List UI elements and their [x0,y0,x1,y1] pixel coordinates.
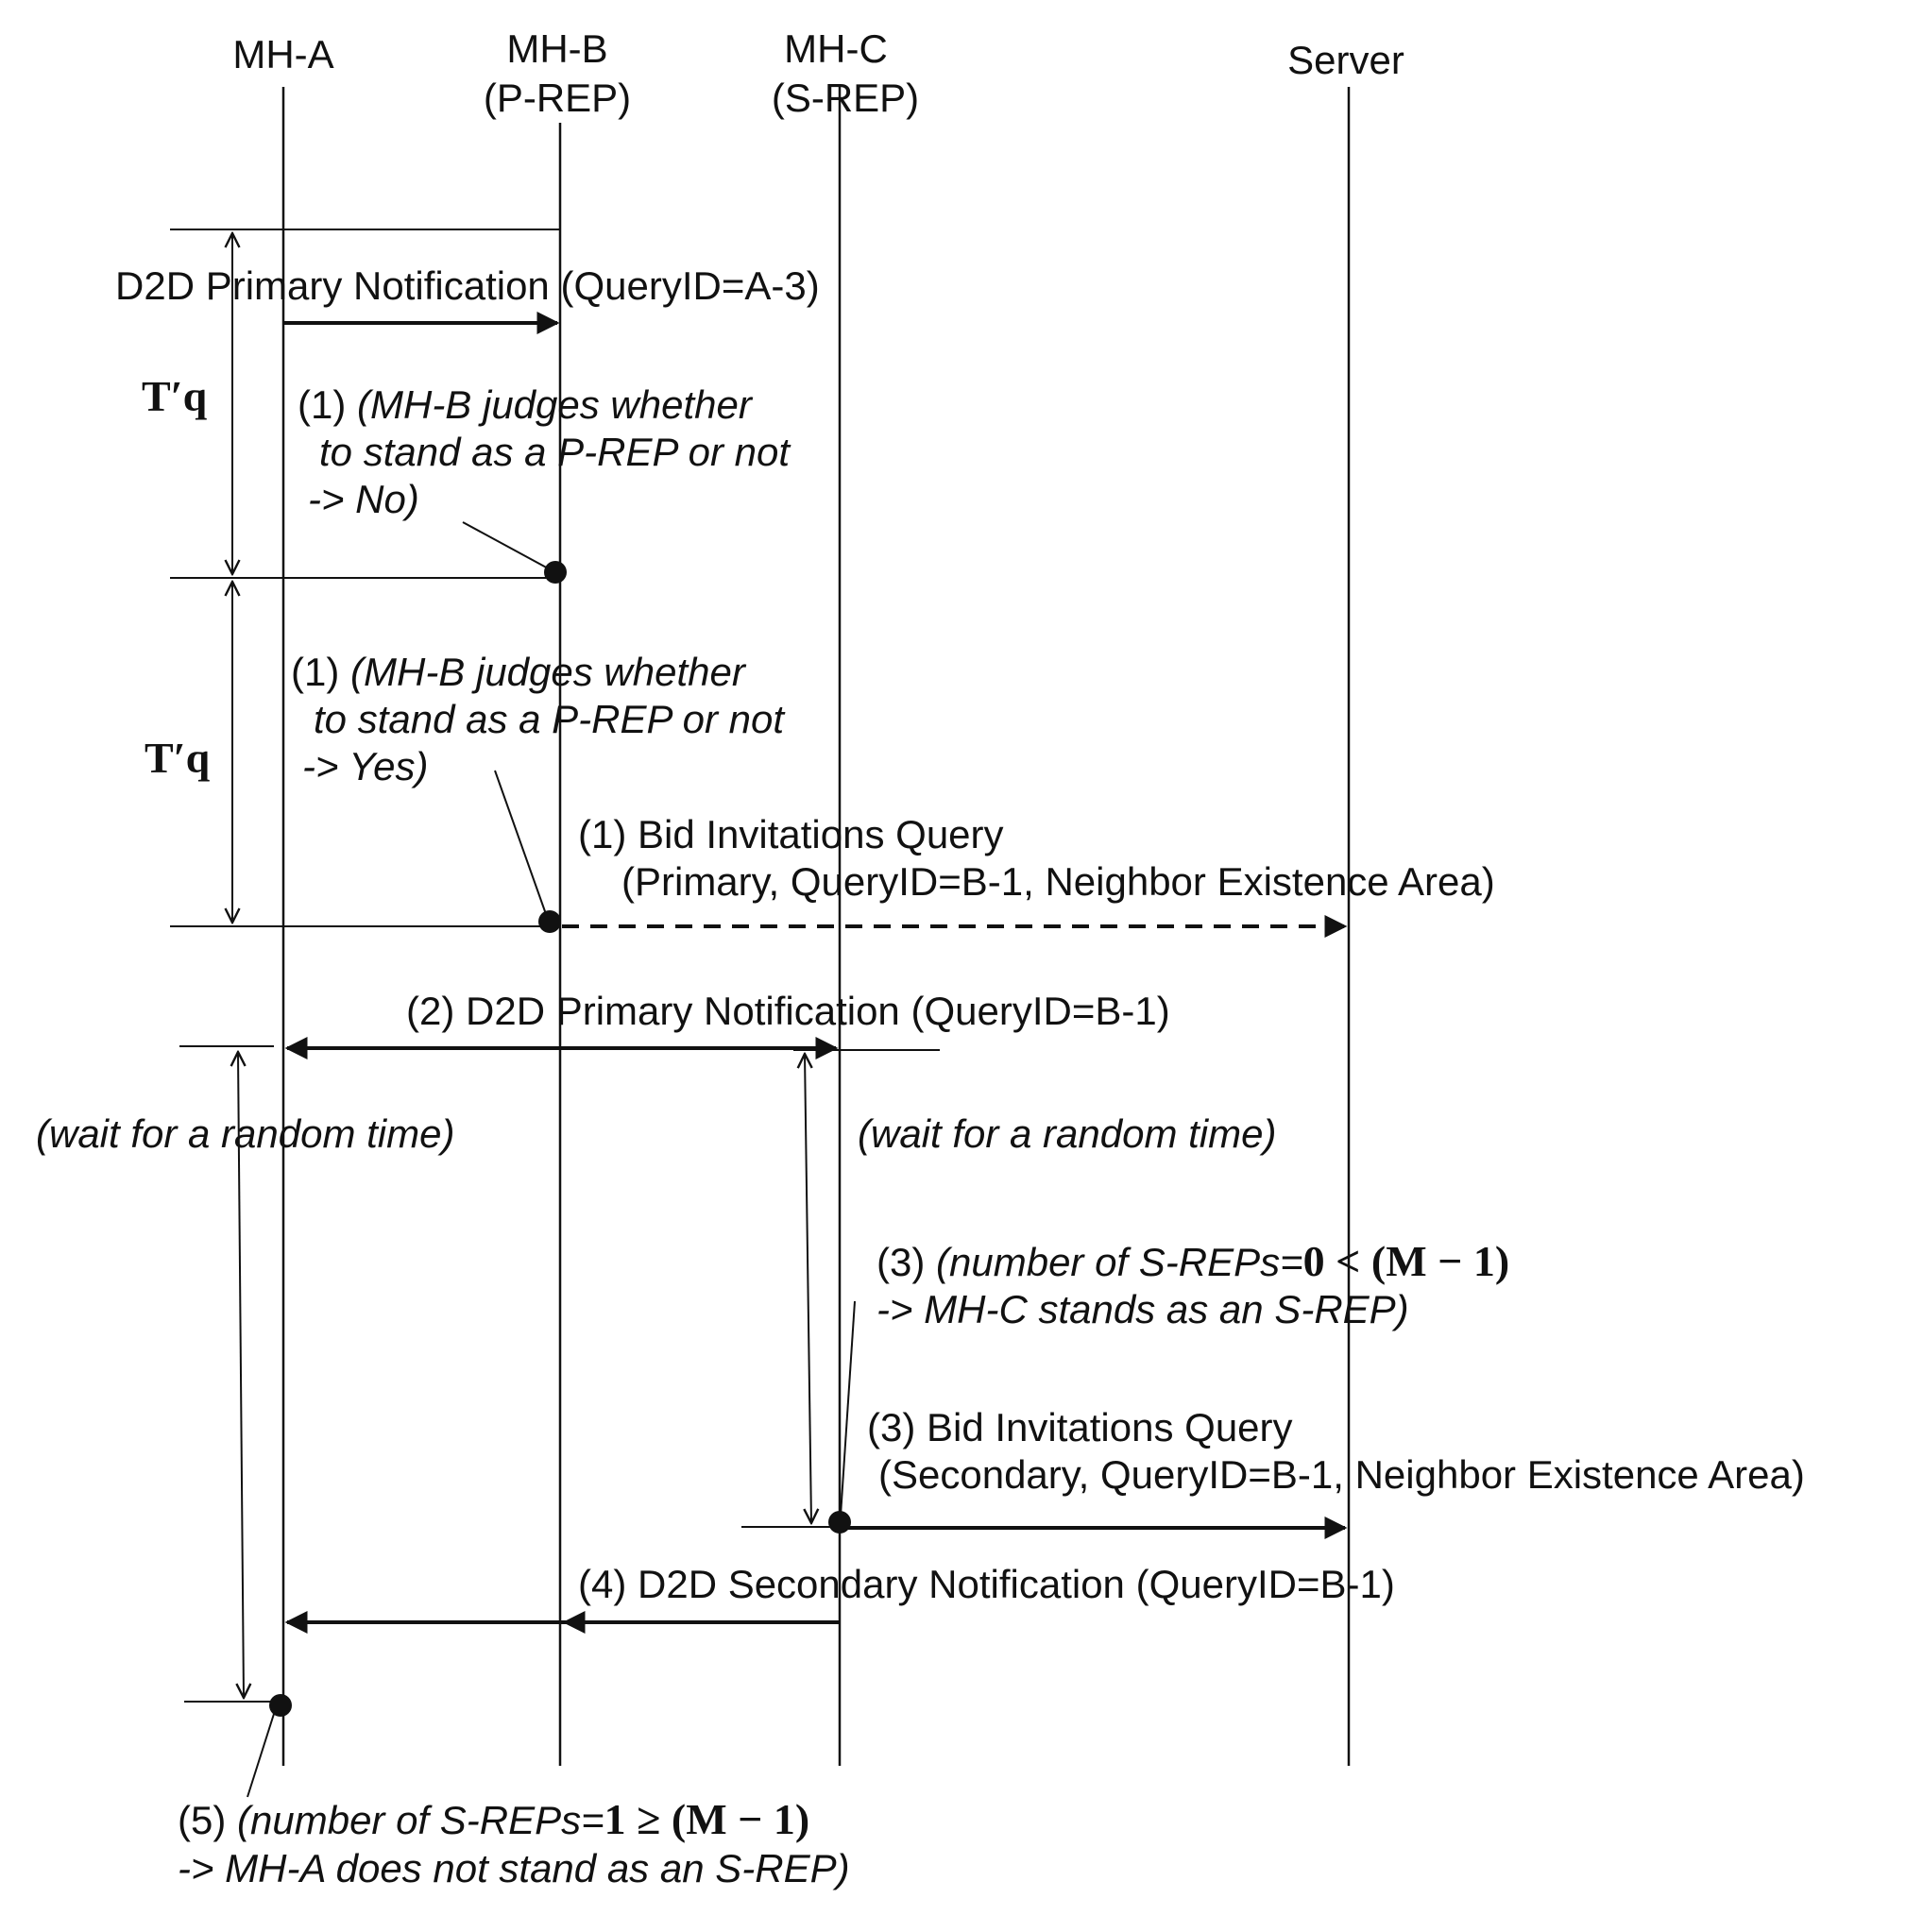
lane-sub-mh-b: (P-REP) [484,76,631,120]
note-1-line2: to stand as a P-REP or not [319,430,791,474]
tq-label-2: T′q [145,734,211,782]
event-dot [538,910,561,933]
lane-label-mh-a: MH-A [232,32,333,76]
msg-d2d-secondary-label: (4) D2D Secondary Notification (QueryID=… [578,1562,1395,1606]
note-1-line1: (1) (MH-B judges whether [298,382,754,427]
lane-sub-mh-c: (S-REP) [772,76,919,120]
event-dot [269,1694,292,1717]
lane-label-server: Server [1287,38,1404,82]
note-5-leader [247,1713,275,1798]
note-3-leader [840,1300,856,1517]
note-5-line2: -> MH-A does not stand as an S-REP) [178,1846,850,1890]
note-1-line3: -> No) [308,477,419,521]
note-2-line2: to stand as a P-REP or not [314,697,786,741]
msg-d2d-primary-b1-label: (2) D2D Primary Notification (QueryID=B-… [406,989,1170,1033]
wait-interval-mh-c [805,1054,811,1523]
msg-bid-secondary-label-1: (3) Bid Invitations Query [867,1405,1293,1449]
note-1-leader [462,521,553,571]
msg-d2d-primary-a3-label: D2D Primary Notification (QueryID=A-3) [115,263,820,308]
lane-label-mh-c: MH-C [784,26,888,71]
wait-label-mh-a: (wait for a random time) [36,1111,454,1156]
tq-label-1: T′q [142,372,208,420]
wait-interval-mh-a [238,1052,244,1698]
note-2-line1: (1) (MH-B judges whether [291,650,747,694]
event-dot [828,1511,851,1534]
wait-label-mh-c: (wait for a random time) [858,1111,1276,1156]
note-2-leader [494,770,547,915]
msg-bid-primary-label-1: (1) Bid Invitations Query [578,812,1004,856]
note-2-line3: -> Yes) [302,744,428,788]
note-3-line2: -> MH-C stands as an S-REP) [876,1287,1409,1331]
event-dot [544,561,567,584]
msg-bid-primary-label-2: (Primary, QueryID=B-1, Neighbor Existenc… [621,859,1495,904]
lane-label-mh-b: MH-B [506,26,607,71]
note-3-line1: (3) (number of S-REPs=0 < (M − 1) [876,1237,1509,1285]
msg-bid-secondary-label-2: (Secondary, QueryID=B-1, Neighbor Existe… [878,1452,1805,1497]
note-5-line1: (5) (number of S-REPs=1 ≥ (M − 1) [178,1795,809,1843]
